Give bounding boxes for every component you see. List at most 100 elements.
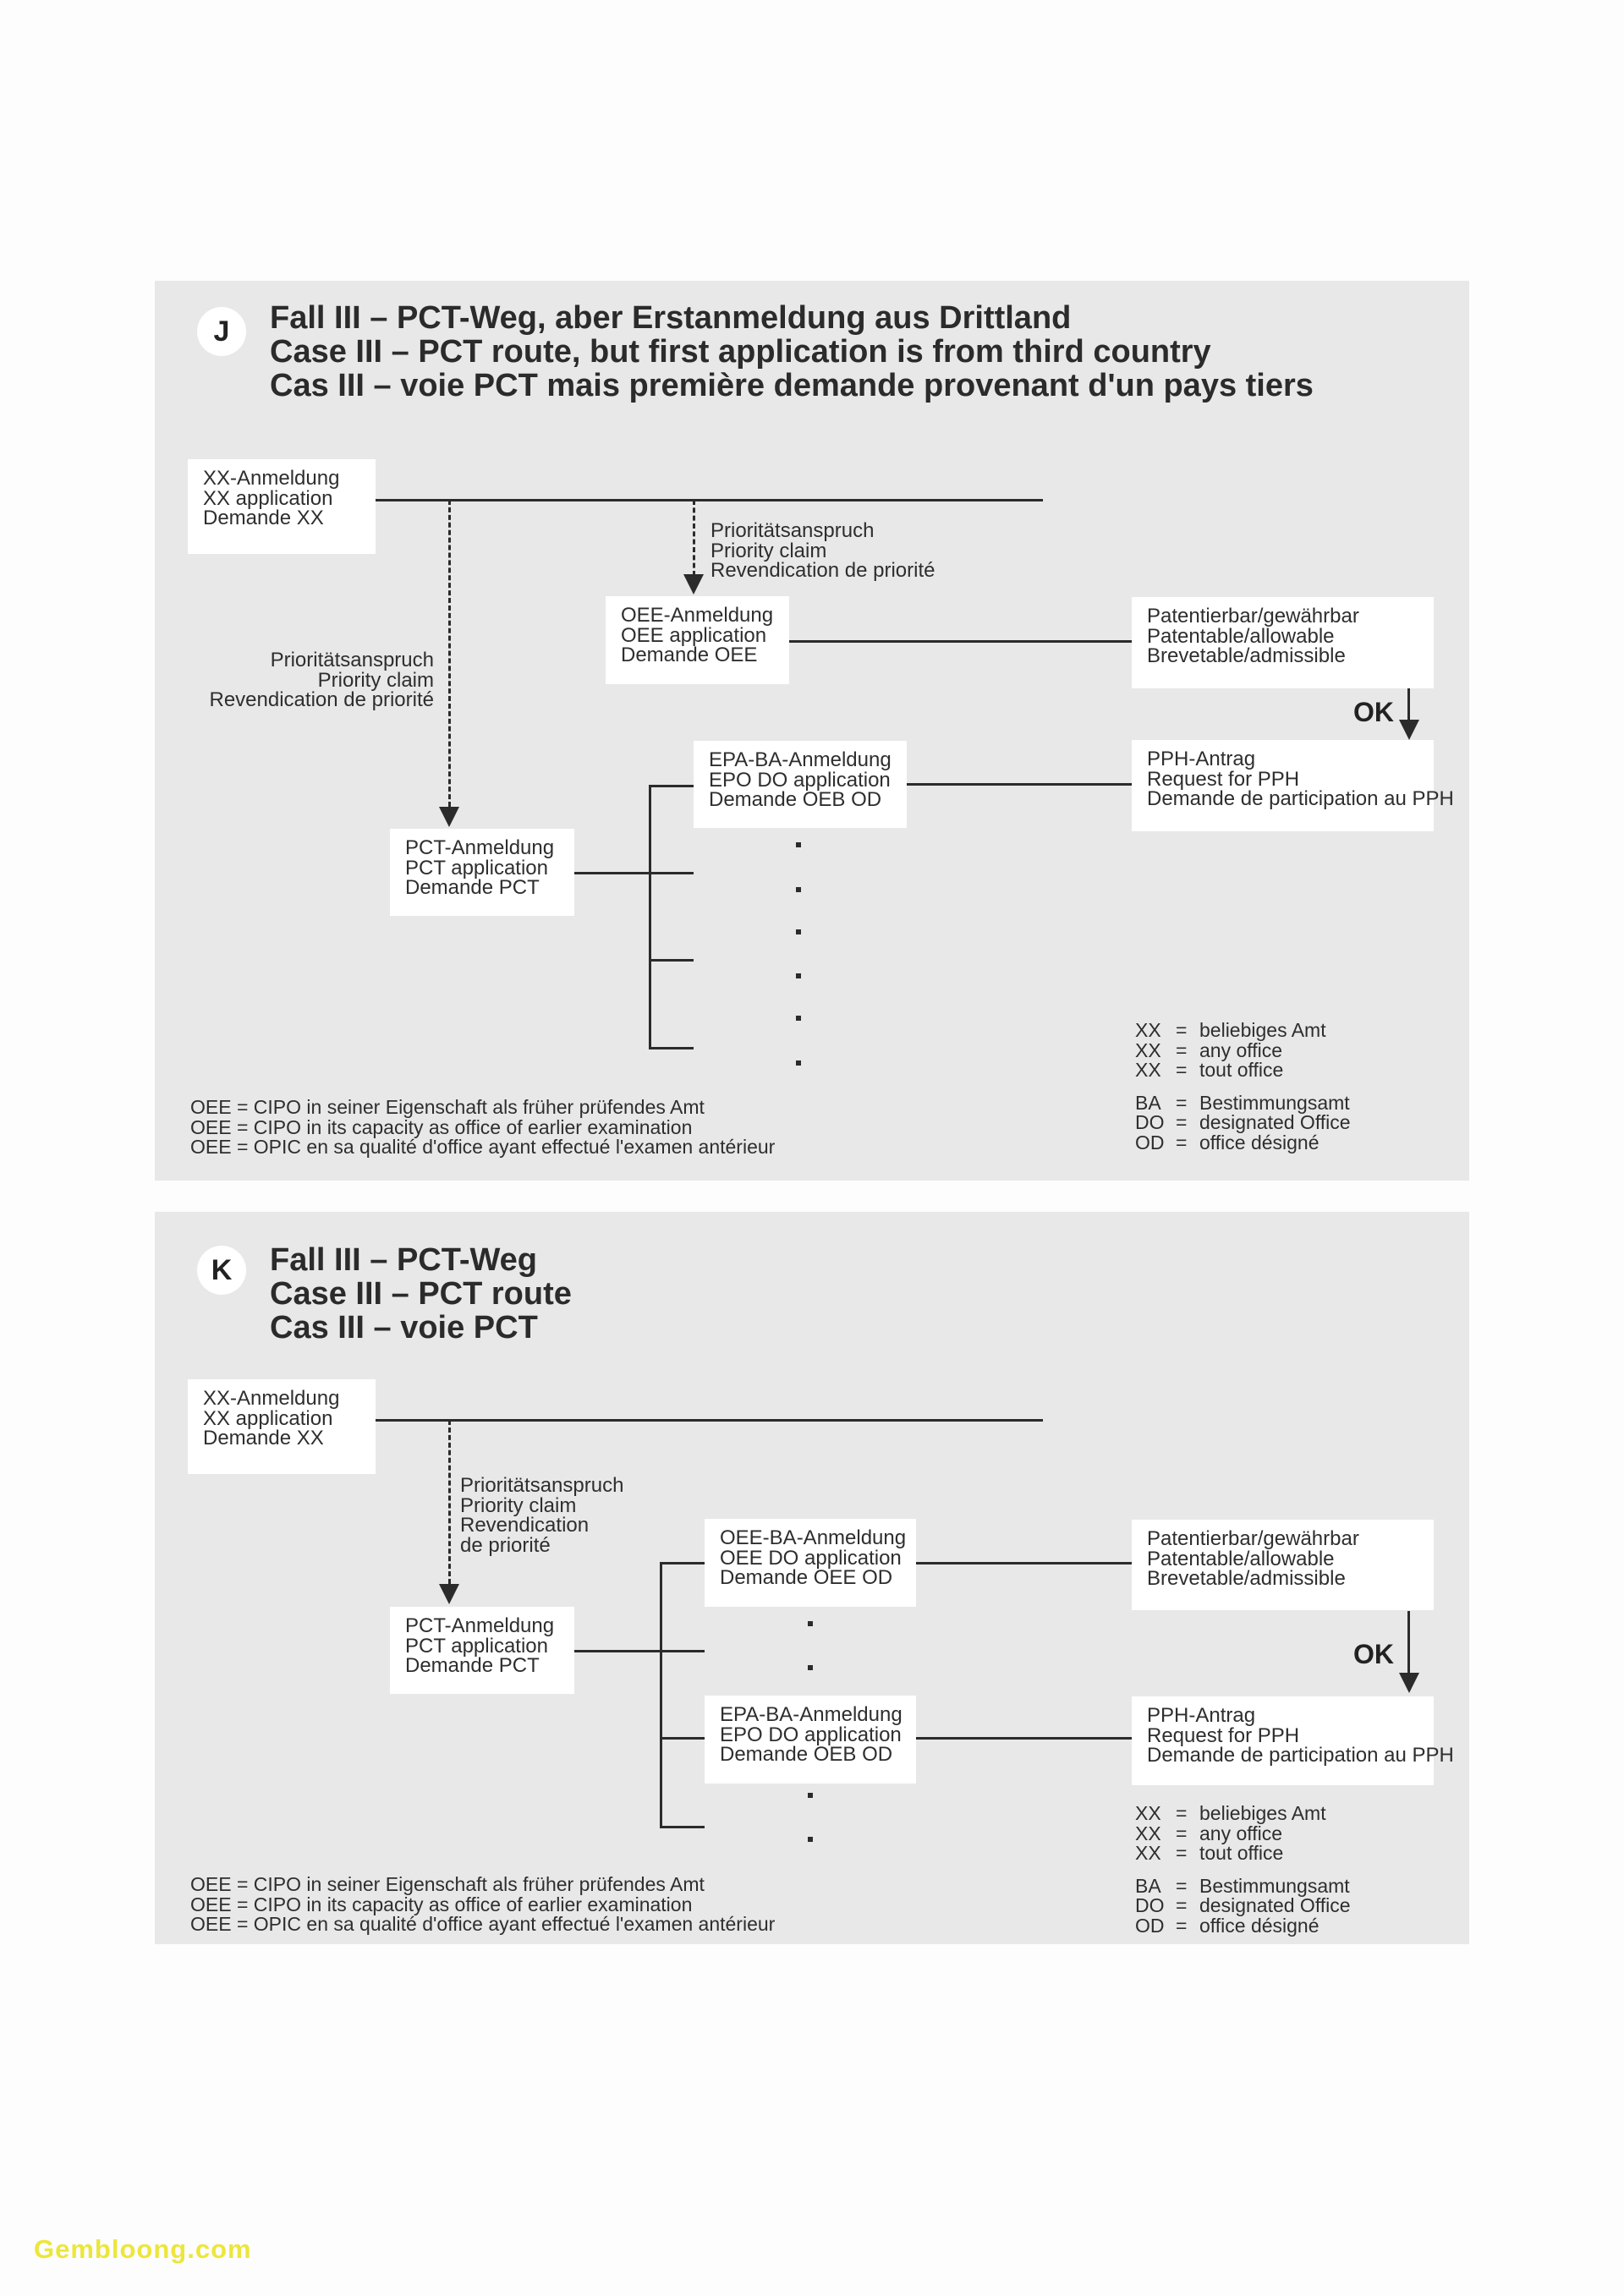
case-k-title: Fall III – PCT-Weg Case III – PCT route … xyxy=(270,1243,572,1345)
legend-row: DO=designated Office xyxy=(1135,1894,1351,1916)
oee-ba-application-box: OEE-BA-Anmeldung OEE DO application Dema… xyxy=(705,1519,916,1607)
timeline-connector xyxy=(376,1419,1043,1422)
ellipsis-dot xyxy=(808,1621,813,1626)
legend-eq: = xyxy=(1176,1842,1188,1864)
pct-application-box: PCT-Anmeldung PCT application Demande PC… xyxy=(390,1607,574,1694)
patentable-box: Patentierbar/gewährbar Patentable/allowa… xyxy=(1132,1520,1434,1610)
patentable-line-en: Patentable/allowable xyxy=(1147,1547,1335,1570)
priority-arrowhead-pct xyxy=(439,1584,459,1604)
legend-row: XX = tout office xyxy=(1135,1842,1351,1864)
oee-patentable-connector xyxy=(789,640,1132,643)
legend-row: DO=designated Office xyxy=(1135,1111,1351,1133)
pct-line-en: PCT application xyxy=(405,1634,548,1658)
legend-key: BA xyxy=(1135,1874,1161,1897)
ellipsis-dot xyxy=(796,929,801,934)
patentable-line-de: Patentierbar/gewährbar xyxy=(1147,605,1359,627)
pph-line-en: Request for PPH xyxy=(1147,1723,1300,1747)
legend-value: tout office xyxy=(1199,1842,1284,1864)
priority-right-line-de: Prioritätsanspruch xyxy=(710,519,875,542)
legend-value: beliebiges Amt xyxy=(1199,1802,1326,1824)
legend-key: XX xyxy=(1135,1038,1161,1061)
legend-value: any office xyxy=(1199,1822,1283,1844)
pph-line-de: PPH-Antrag xyxy=(1147,1704,1256,1727)
pph-request-box: PPH-Antrag Request for PPH Demande de pa… xyxy=(1132,740,1454,831)
pct-bracket-connector xyxy=(574,1650,705,1652)
priority-right-line-fr: Revendication de priorité xyxy=(710,559,935,582)
footnote-en: OEE = CIPO in its capacity as office of … xyxy=(190,1115,693,1138)
priority-claim-label: Prioritätsanspruch Priority claim Revend… xyxy=(460,1476,623,1555)
priority-line-fr1: Revendication xyxy=(460,1514,590,1537)
footnote-fr: OEE = OPIC en sa qualité d'office ayant … xyxy=(190,1136,776,1158)
legend-eq: = xyxy=(1176,1091,1188,1114)
legend-value: office désigné xyxy=(1199,1914,1320,1937)
case-j-title: Fall III – PCT-Weg, aber Erstanmeldung a… xyxy=(270,301,1314,403)
legend-key: DO xyxy=(1135,1111,1165,1133)
patentable-line-fr: Brevetable/admissible xyxy=(1147,1567,1346,1590)
ok-arrowhead xyxy=(1399,1673,1419,1693)
epa-line-de: EPA-BA-Anmeldung xyxy=(720,1703,903,1726)
legend-key: XX xyxy=(1135,1059,1161,1081)
legend-row: BA = Bestimmungsamt xyxy=(1135,1093,1351,1114)
epa-line-fr: Demande OEB OD xyxy=(720,1743,893,1766)
ellipsis-dot xyxy=(796,842,801,847)
oee-footnotes: OEE = CIPO in seiner Eigenschaft als frü… xyxy=(190,1874,775,1935)
oeeba-line-en: OEE DO application xyxy=(720,1546,902,1570)
pct-application-box: PCT-Anmeldung PCT application Demande PC… xyxy=(390,829,574,916)
title-line-de: Fall III – PCT-Weg, aber Erstanmeldung a… xyxy=(270,300,1072,336)
bracket-stub-2 xyxy=(660,1737,705,1740)
designation-bracket xyxy=(660,1564,662,1828)
legend-value: designated Office xyxy=(1199,1111,1351,1133)
legend-value: Bestimmungsamt xyxy=(1199,1091,1350,1114)
priority-arrowhead-pct xyxy=(439,807,459,827)
oee-box-line-fr: Demande OEE xyxy=(621,644,758,666)
epa-line-de: EPA-BA-Anmeldung xyxy=(709,748,892,771)
priority-dashed-line-pct xyxy=(448,1420,451,1584)
legend-value: any office xyxy=(1199,1038,1283,1061)
bracket-stub-2 xyxy=(649,959,694,962)
xx-box-line-en: XX application xyxy=(203,1406,333,1430)
epa-pph-connector xyxy=(916,1737,1132,1740)
ellipsis-dot xyxy=(808,1793,813,1798)
legend-key: XX xyxy=(1135,1842,1161,1864)
oee-footnotes: OEE = CIPO in seiner Eigenschaft als frü… xyxy=(190,1096,776,1158)
priority-claim-label-right: Prioritätsanspruch Priority claim Revend… xyxy=(710,521,935,581)
legend-key: OD xyxy=(1135,1131,1165,1153)
pct-line-en: PCT application xyxy=(405,856,548,879)
priority-arrowhead-oee xyxy=(683,574,704,595)
legend-key: DO xyxy=(1135,1894,1165,1916)
legend-key: OD xyxy=(1135,1914,1165,1937)
ok-arrow-line xyxy=(1407,688,1410,720)
patentable-line-en: Patentable/allowable xyxy=(1147,624,1335,648)
title-line-fr: Cas III – voie PCT xyxy=(270,1310,538,1345)
watermark-text: Gembloong.com xyxy=(34,2234,252,2264)
legend-row: XX=any office xyxy=(1135,1038,1351,1061)
oee-box-line-de: OEE-Anmeldung xyxy=(621,604,774,627)
oee-application-box: OEE-Anmeldung OEE application Demande OE… xyxy=(606,596,789,684)
bracket-stub-1 xyxy=(649,785,694,787)
ellipsis-dot xyxy=(796,973,801,978)
priority-left-line-en: Priority claim xyxy=(317,668,434,692)
legend-row: XX=any office xyxy=(1135,1822,1351,1844)
epa-line-en: EPO DO application xyxy=(709,768,891,792)
timeline-connector xyxy=(376,499,1043,501)
title-line-en: Case III – PCT route, but first applicat… xyxy=(270,334,1211,370)
priority-dashed-line-pct xyxy=(448,500,451,807)
footnote-de: OEE = CIPO in seiner Eigenschaft als frü… xyxy=(190,1096,705,1118)
patentable-box: Patentierbar/gewährbar Patentable/allowa… xyxy=(1132,597,1434,688)
abbreviation-legend: XX = beliebiges Amt XX=any office XX=tout … xyxy=(1135,1019,1351,1153)
oeeba-line-de: OEE-BA-Anmeldung xyxy=(720,1526,907,1549)
abbreviation-legend: XX = beliebiges Amt XX=any office XX = tout … xyxy=(1135,1802,1351,1937)
legend-value: tout office xyxy=(1199,1059,1284,1081)
ellipsis-dot xyxy=(796,1016,801,1021)
ok-label: OK xyxy=(1353,1639,1394,1669)
ok-label: OK xyxy=(1353,697,1394,727)
legend-value: designated Office xyxy=(1199,1894,1351,1916)
epa-ba-application-box: EPA-BA-Anmeldung EPO DO application Dema… xyxy=(705,1696,916,1784)
priority-line-en: Priority claim xyxy=(460,1493,577,1517)
legend-row: XX=tout office xyxy=(1135,1060,1351,1081)
xx-box-line-en: XX application xyxy=(203,486,333,510)
footnote-en: OEE = CIPO in its capacity as office of … xyxy=(190,1893,693,1915)
legend-value: beliebiges Amt xyxy=(1199,1019,1326,1041)
legend-key: BA xyxy=(1135,1091,1161,1114)
priority-right-line-en: Priority claim xyxy=(710,539,827,562)
